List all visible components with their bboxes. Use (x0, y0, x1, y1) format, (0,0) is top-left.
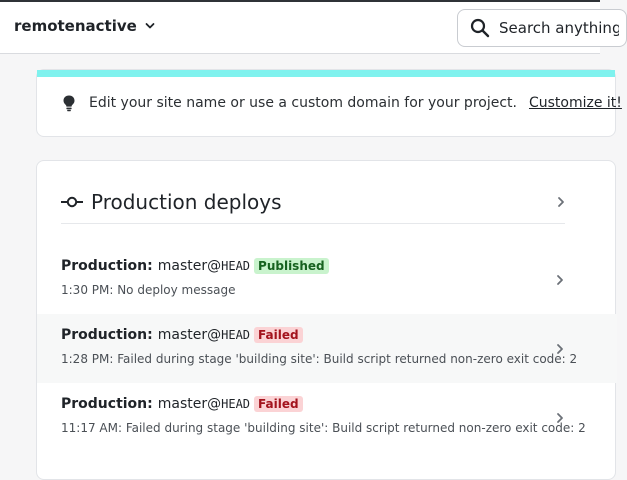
deploy-ref: HEAD (221, 328, 251, 342)
deploy-title-line: Production: master@HEAD Failed (61, 327, 303, 343)
deploy-ref: HEAD (221, 397, 251, 411)
deploy-detail: 1:28 PM: Failed during stage 'building s… (61, 352, 578, 366)
tip-accent-bar (37, 70, 615, 77)
chevron-right-icon (558, 197, 564, 207)
section-title: Production deploys (91, 190, 282, 214)
deploy-context: Production: (61, 327, 153, 343)
tip-message: Edit your site name or use a custom doma… (89, 95, 517, 111)
deploy-title-line: Production: master@HEAD Failed (61, 396, 303, 412)
status-badge: Published (254, 258, 329, 274)
deploy-row[interactable]: Production: master@HEAD Published 1:30 P… (37, 245, 617, 314)
production-deploys-header[interactable]: Production deploys (61, 181, 565, 224)
customize-tip-card: Edit your site name or use a custom doma… (36, 69, 622, 137)
deploy-context: Production: (61, 396, 153, 412)
deploy-ref-separator: @ (207, 396, 222, 412)
deploy-detail: 11:17 AM: Failed during stage 'building … (61, 421, 586, 435)
team-name: remotenactive (14, 17, 137, 35)
search-input[interactable] (499, 19, 619, 37)
production-deploys-card: Production deploys Production: master@HE… (36, 160, 617, 480)
customize-link[interactable]: Customize it! (528, 95, 622, 111)
deploy-title-line: Production: master@HEAD Published (61, 258, 329, 274)
status-badge: Failed (254, 396, 303, 412)
search-box[interactable] (457, 9, 627, 47)
deploy-ref: HEAD (221, 259, 251, 273)
git-commit-icon (61, 196, 83, 208)
status-badge: Failed (254, 327, 303, 343)
chevron-right-icon (557, 275, 563, 285)
tip-content: Edit your site name or use a custom doma… (61, 94, 622, 112)
deploy-row[interactable]: Production: master@HEAD Failed 11:17 AM:… (37, 383, 617, 452)
chevron-right-icon (557, 344, 563, 354)
deploy-ref-separator: @ (207, 258, 222, 274)
search-icon (470, 18, 490, 38)
team-switcher[interactable]: remotenactive (14, 17, 155, 35)
deploy-context: Production: (61, 258, 153, 274)
deploy-detail: 1:30 PM: No deploy message (61, 283, 236, 297)
lightbulb-icon (63, 95, 75, 112)
deploy-branch: master (157, 396, 208, 412)
top-bar: remotenactive (0, 0, 627, 54)
deploy-ref-separator: @ (207, 327, 222, 343)
deploy-branch: master (157, 327, 208, 343)
deploy-row[interactable]: Production: master@HEAD Failed 1:28 PM: … (37, 314, 617, 383)
chevron-down-icon (145, 23, 155, 29)
deploy-branch: master (157, 258, 208, 274)
chevron-right-icon (557, 413, 563, 423)
